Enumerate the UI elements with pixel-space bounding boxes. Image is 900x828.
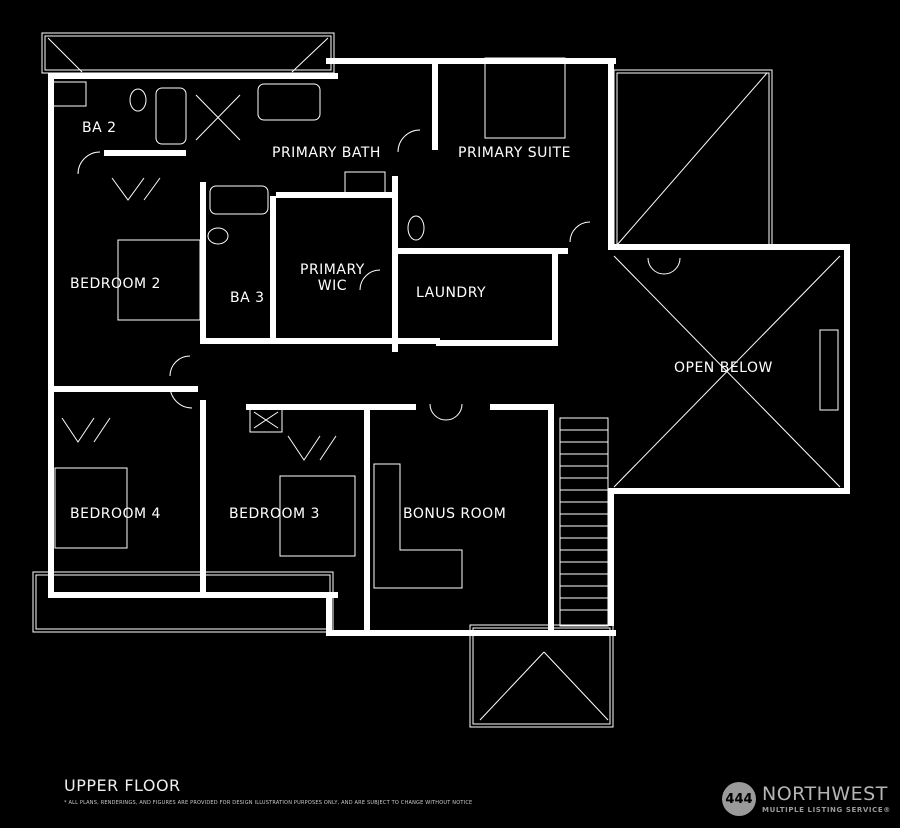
primary-wic-line2: WIC	[317, 278, 348, 295]
room-label-primary-bath: PRIMARY BATH	[272, 145, 381, 161]
nwmls-mark-icon: 444	[722, 782, 756, 816]
room-label-ba2: BA 2	[82, 120, 117, 136]
room-label-ba3: BA 3	[230, 290, 265, 306]
primary-bed	[484, 57, 566, 139]
staircase	[559, 417, 609, 627]
floor-title: UPPER FLOOR	[64, 776, 181, 795]
bottom-porch	[469, 624, 614, 728]
room-label-open-below: OPEN BELOW	[674, 360, 773, 376]
room-label-bedroom-3: BEDROOM 3	[229, 506, 320, 522]
primary-wic-line1: PRIMARY	[300, 262, 365, 278]
disclaimer-text: * ALL PLANS, RENDERINGS, AND FIGURES ARE…	[64, 800, 473, 806]
top-deck	[41, 32, 335, 74]
room-label-bonus-room: BONUS ROOM	[403, 506, 507, 522]
nwmls-logo: 444 NORTHWEST MULTIPLE LISTING SERVICE®	[722, 782, 891, 816]
room-label-laundry: LAUNDRY	[416, 285, 487, 301]
room-label-bedroom-2: BEDROOM 2	[70, 276, 161, 292]
logo-main-text: NORTHWEST	[762, 782, 888, 805]
room-label-primary-wic: PRIMARY WIC	[300, 262, 365, 294]
room-label-bedroom-4: BEDROOM 4	[70, 506, 161, 522]
logo-sub-text: MULTIPLE LISTING SERVICE®	[762, 805, 891, 814]
walls	[48, 58, 850, 636]
room-label-primary-suite: PRIMARY SUITE	[458, 145, 571, 161]
